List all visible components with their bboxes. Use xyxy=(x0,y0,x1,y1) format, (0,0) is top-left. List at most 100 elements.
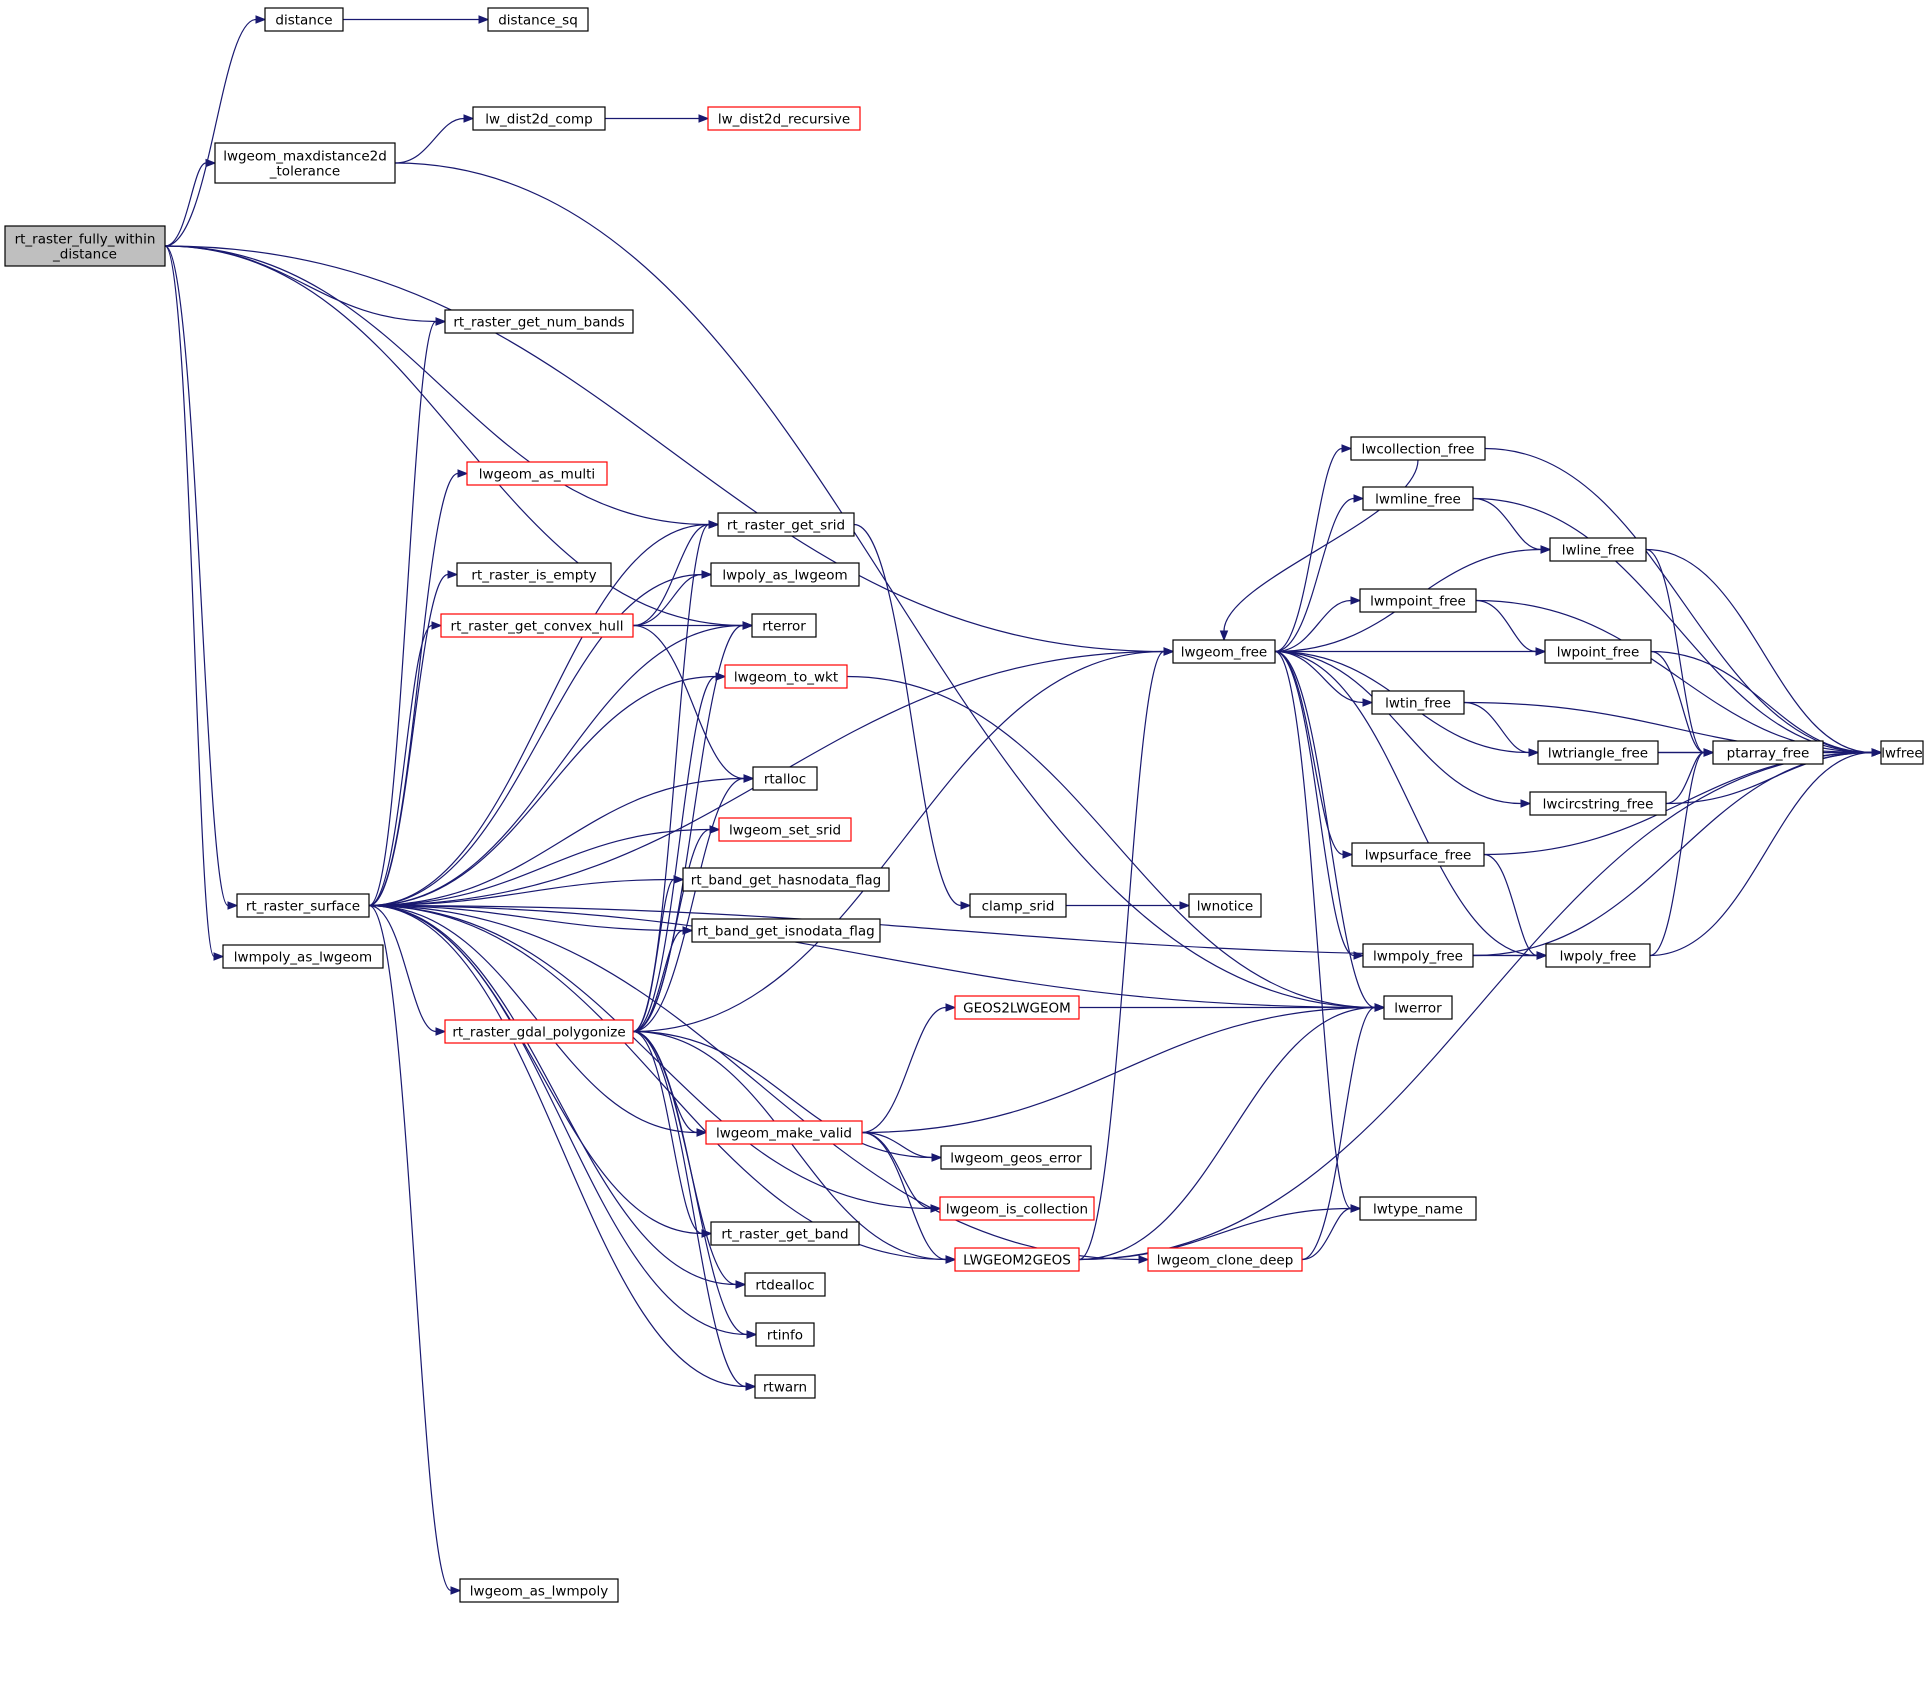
node-box[interactable] xyxy=(4,225,166,267)
node-box[interactable] xyxy=(754,1374,816,1399)
node-rtdealloc[interactable]: rtdealloc xyxy=(744,1272,826,1297)
node-lwcollection_free[interactable]: lwcollection_free xyxy=(1350,436,1486,461)
node-box[interactable] xyxy=(1880,740,1924,765)
node-box[interactable] xyxy=(236,893,370,918)
node-distance[interactable]: distance xyxy=(264,7,344,32)
node-rtinfo[interactable]: rtinfo xyxy=(755,1322,815,1347)
node-lwtype_name[interactable]: lwtype_name xyxy=(1359,1196,1477,1221)
node-lw_dist2d_recursive[interactable]: lw_dist2d_recursive xyxy=(707,106,861,131)
node-rterror[interactable]: rterror xyxy=(751,613,817,638)
node-box[interactable] xyxy=(1383,995,1453,1020)
node-box[interactable] xyxy=(707,106,861,131)
node-lwnotice[interactable]: lwnotice xyxy=(1188,893,1262,918)
node-lwgeom_as_lwmpoly[interactable]: lwgeom_as_lwmpoly xyxy=(459,1578,619,1603)
node-lwgeom_geos_error[interactable]: lwgeom_geos_error xyxy=(940,1145,1092,1170)
node-ptarray_free[interactable]: ptarray_free xyxy=(1712,740,1824,765)
node-lwerror[interactable]: lwerror xyxy=(1383,995,1453,1020)
node-box[interactable] xyxy=(751,613,817,638)
node-box[interactable] xyxy=(717,512,855,537)
node-lwcircstring_free[interactable]: lwcircstring_free xyxy=(1529,791,1667,816)
node-box[interactable] xyxy=(682,867,890,892)
node-rt_raster_is_empty[interactable]: rt_raster_is_empty xyxy=(456,562,612,587)
node-box[interactable] xyxy=(1545,943,1651,968)
node-box[interactable] xyxy=(444,1019,634,1044)
node-box[interactable] xyxy=(744,1272,826,1297)
node-lwmpoly_free[interactable]: lwmpoly_free xyxy=(1362,943,1474,968)
node-lwgeom_is_collection[interactable]: lwgeom_is_collection xyxy=(939,1196,1095,1221)
node-maxdist[interactable]: lwgeom_maxdistance2d_tolerance xyxy=(214,142,396,184)
node-box[interactable] xyxy=(1362,486,1474,511)
node-rt_band_get_isnodata_flag[interactable]: rt_band_get_isnodata_flag xyxy=(691,918,881,943)
node-LWGEOM2GEOS[interactable]: LWGEOM2GEOS xyxy=(954,1247,1080,1272)
node-box[interactable] xyxy=(456,562,612,587)
node-box[interactable] xyxy=(710,1221,860,1246)
node-lwline_free[interactable]: lwline_free xyxy=(1549,537,1647,562)
node-rtalloc[interactable]: rtalloc xyxy=(752,766,818,791)
node-lwpoint_free[interactable]: lwpoint_free xyxy=(1544,639,1652,664)
node-lwfree[interactable]: lwfree xyxy=(1880,740,1924,765)
node-rt_raster_get_band[interactable]: rt_raster_get_band xyxy=(710,1221,860,1246)
node-box[interactable] xyxy=(940,1145,1092,1170)
node-rt_raster_get_convex_hull[interactable]: rt_raster_get_convex_hull xyxy=(440,613,634,638)
node-lw_dist2d_comp[interactable]: lw_dist2d_comp xyxy=(472,106,606,131)
node-box[interactable] xyxy=(954,995,1080,1020)
node-box[interactable] xyxy=(1712,740,1824,765)
node-lwmpoint_free[interactable]: lwmpoint_free xyxy=(1359,588,1477,613)
node-box[interactable] xyxy=(1147,1247,1303,1272)
node-box[interactable] xyxy=(440,613,634,638)
node-box[interactable] xyxy=(487,7,589,32)
node-lwtin_free[interactable]: lwtin_free xyxy=(1371,690,1465,715)
node-distance_sq[interactable]: distance_sq xyxy=(487,7,589,32)
node-rt_raster_get_num_bands[interactable]: rt_raster_get_num_bands xyxy=(444,309,634,334)
node-rt_raster_get_srid[interactable]: rt_raster_get_srid xyxy=(717,512,855,537)
node-box[interactable] xyxy=(969,893,1067,918)
node-box[interactable] xyxy=(1529,791,1667,816)
node-box[interactable] xyxy=(1350,436,1486,461)
node-lwgeom_make_valid[interactable]: lwgeom_make_valid xyxy=(705,1120,863,1145)
node-box[interactable] xyxy=(1537,740,1659,765)
node-rtwarn[interactable]: rtwarn xyxy=(754,1374,816,1399)
node-rt_raster_surface[interactable]: rt_raster_surface xyxy=(236,893,370,918)
node-box[interactable] xyxy=(264,7,344,32)
node-clamp_srid[interactable]: clamp_srid xyxy=(969,893,1067,918)
node-root[interactable]: rt_raster_fully_within_distance xyxy=(4,225,166,267)
node-box[interactable] xyxy=(472,106,606,131)
node-lwmpoly_as_lwgeom[interactable]: lwmpoly_as_lwgeom xyxy=(222,944,384,969)
node-box[interactable] xyxy=(939,1196,1095,1221)
node-lwgeom_as_multi[interactable]: lwgeom_as_multi xyxy=(466,461,608,486)
node-box[interactable] xyxy=(1351,842,1485,867)
node-lwpsurface_free[interactable]: lwpsurface_free xyxy=(1351,842,1485,867)
node-GEOS2LWGEOM[interactable]: GEOS2LWGEOM xyxy=(954,995,1080,1020)
node-box[interactable] xyxy=(466,461,608,486)
node-rt_raster_gdal_polygonize[interactable]: rt_raster_gdal_polygonize xyxy=(444,1019,634,1044)
node-box[interactable] xyxy=(755,1322,815,1347)
node-lwgeom_clone_deep[interactable]: lwgeom_clone_deep xyxy=(1147,1247,1303,1272)
node-box[interactable] xyxy=(459,1578,619,1603)
node-lwgeom_to_wkt[interactable]: lwgeom_to_wkt xyxy=(724,664,848,689)
node-box[interactable] xyxy=(1359,588,1477,613)
node-rt_band_get_hasnodata_flag[interactable]: rt_band_get_hasnodata_flag xyxy=(682,867,890,892)
node-box[interactable] xyxy=(1549,537,1647,562)
node-box[interactable] xyxy=(752,766,818,791)
node-box[interactable] xyxy=(1172,639,1276,664)
node-box[interactable] xyxy=(222,944,384,969)
node-box[interactable] xyxy=(710,562,860,587)
node-box[interactable] xyxy=(954,1247,1080,1272)
node-box[interactable] xyxy=(1544,639,1652,664)
node-box[interactable] xyxy=(705,1120,863,1145)
node-box[interactable] xyxy=(718,817,852,842)
node-lwgeom_free[interactable]: lwgeom_free xyxy=(1172,639,1276,664)
node-lwpoly_as_lwgeom[interactable]: lwpoly_as_lwgeom xyxy=(710,562,860,587)
node-lwmline_free[interactable]: lwmline_free xyxy=(1362,486,1474,511)
node-box[interactable] xyxy=(1362,943,1474,968)
node-box[interactable] xyxy=(724,664,848,689)
node-lwtriangle_free[interactable]: lwtriangle_free xyxy=(1537,740,1659,765)
node-lwpoly_free[interactable]: lwpoly_free xyxy=(1545,943,1651,968)
node-box[interactable] xyxy=(214,142,396,184)
node-box[interactable] xyxy=(444,309,634,334)
node-box[interactable] xyxy=(1359,1196,1477,1221)
node-box[interactable] xyxy=(1371,690,1465,715)
node-lwgeom_set_srid[interactable]: lwgeom_set_srid xyxy=(718,817,852,842)
node-box[interactable] xyxy=(1188,893,1262,918)
node-box[interactable] xyxy=(691,918,881,943)
